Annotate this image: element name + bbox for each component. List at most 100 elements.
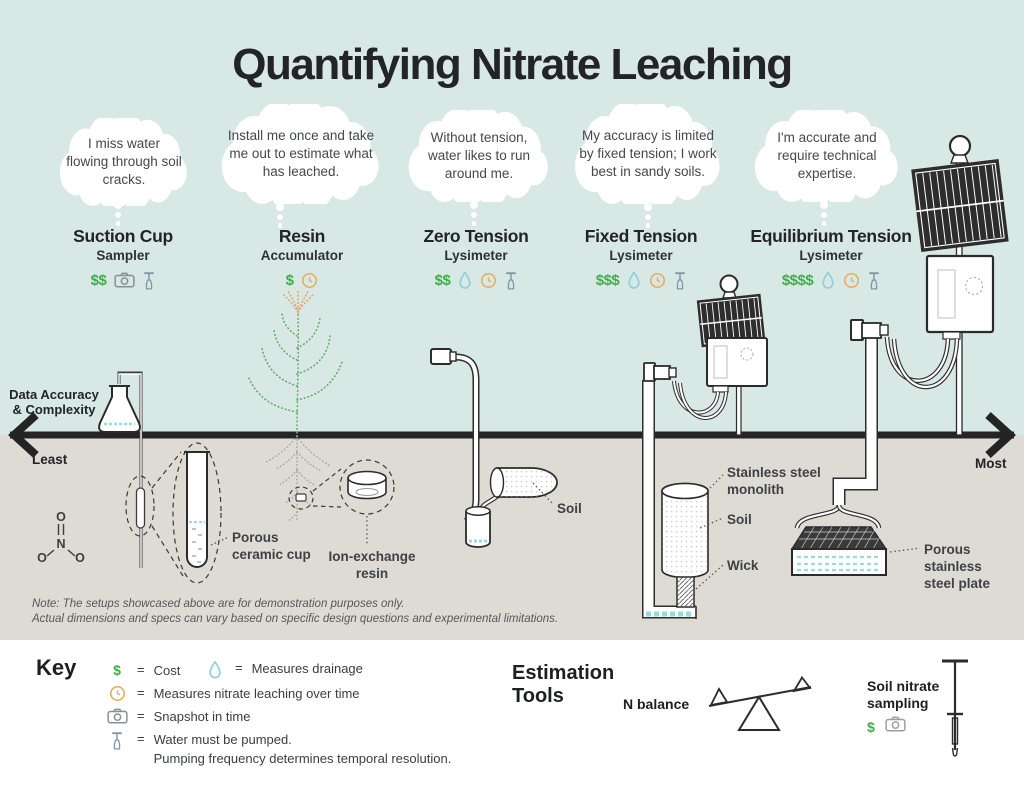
- method-name: Fixed Tension: [584, 226, 698, 246]
- cloud-shape: [221, 104, 379, 204]
- corn-plant-icon: [247, 313, 343, 434]
- page-title: Quantifying Nitrate Leaching: [232, 40, 793, 89]
- corn-tassel-icon: [282, 289, 315, 315]
- method-subtitle: Sampler: [96, 248, 150, 263]
- clock-icon: [106, 685, 128, 702]
- bubble-dots: [820, 201, 828, 226]
- key-cost-label: Cost: [153, 663, 181, 678]
- label-soil-zero-tension: Soil: [557, 501, 582, 516]
- camera-icon: [106, 708, 128, 724]
- bubble-dots: [276, 203, 284, 228]
- sensor-dome-icon: [948, 134, 972, 158]
- zero-tension-diagram: [430, 348, 558, 548]
- equals-sign: =: [235, 660, 243, 675]
- molecule-nitrogen: N: [56, 537, 66, 551]
- axis-title: Data Accuracy & Complexity: [9, 387, 99, 418]
- fixed-tension-diagram: [642, 274, 768, 619]
- nitrate-molecule-bonds: [46, 524, 76, 557]
- balance-scale-icon: [708, 676, 812, 731]
- method-suction-cup: Suction Cup Sampler $$: [3, 226, 243, 290]
- droplet-icon: [822, 271, 834, 289]
- molecule-oxygen-left: O: [37, 551, 47, 565]
- label-wick: Wick: [727, 558, 759, 573]
- droplet-icon: [204, 660, 226, 679]
- resin-diagram: [288, 459, 395, 546]
- thought-bubble-text: Install me once and take me out to estim…: [227, 128, 375, 179]
- cost-indicator: $$$: [595, 271, 620, 289]
- droplet-icon: [628, 271, 640, 289]
- method-subtitle: Lysimeter: [609, 248, 673, 263]
- method-icons: $$$: [521, 270, 761, 290]
- equals-sign: =: [137, 685, 145, 700]
- camera-icon: [885, 716, 906, 737]
- thought-bubble: My accuracy is limited by fixed tension;…: [566, 104, 730, 204]
- label-stainless-monolith: Stainless steel monolith: [727, 465, 821, 497]
- method-subtitle: Accumulator: [260, 248, 344, 263]
- thought-bubble-text: My accuracy is limited by fixed tension;…: [579, 128, 717, 179]
- pipe-cap-icon: [430, 348, 452, 365]
- thought-bubble-text: I'm accurate and require technical exper…: [777, 130, 877, 181]
- bubble-dots: [644, 203, 652, 228]
- key-row-drainage: = Measures drainage: [204, 660, 363, 679]
- thought-bubble: I miss water flowing through soil cracks…: [52, 118, 196, 206]
- cost-indicator: $$: [434, 271, 451, 289]
- molecule-oxygen-top: O: [56, 510, 66, 524]
- label-soil-fixed-tension: Soil: [727, 512, 752, 527]
- clock-icon: [302, 272, 318, 288]
- disclaimer-note: Note: The setups showcased above are for…: [32, 598, 559, 625]
- pump-icon: [506, 271, 517, 290]
- key-time-label: Measures nitrate leaching over time: [153, 686, 360, 701]
- cost-icon: $: [867, 718, 875, 735]
- clock-icon: [650, 272, 666, 288]
- key-row-time: = Measures nitrate leaching over time: [106, 685, 360, 704]
- key-drainage-label: Measures drainage: [251, 661, 363, 676]
- axis-most-label: Most: [975, 456, 1007, 471]
- thought-bubble: Without tension, water likes to run arou…: [400, 110, 558, 202]
- method-subtitle: Lysimeter: [799, 248, 863, 263]
- method-icons: $$: [3, 270, 243, 290]
- label-porous-ceramic-cup: Porous ceramic cup: [232, 530, 311, 562]
- soil-sampling-label: Soil nitrate sampling: [867, 678, 940, 711]
- molecule-oxygen-right: O: [75, 551, 85, 565]
- method-name: Zero Tension: [423, 226, 529, 246]
- method-icons: $: [182, 270, 422, 290]
- thought-bubble-text: Without tension, water likes to run arou…: [427, 130, 531, 181]
- axis-right-arrow-icon: [985, 412, 1016, 458]
- method-resin: Resin Accumulator $: [182, 226, 422, 290]
- method-name: Suction Cup: [73, 226, 173, 246]
- pump-icon: [144, 271, 155, 290]
- soil-sampling-icons: $: [867, 716, 906, 737]
- cloud-shape: [754, 110, 898, 202]
- method-name: Equilibrium Tension: [750, 226, 912, 246]
- label-porous-plate: Porous stainless steel plate: [924, 542, 991, 591]
- key-heading: Key: [36, 655, 77, 680]
- key-row-cost: $ = Cost: [106, 662, 180, 681]
- camera-icon: [114, 272, 135, 288]
- cloud-shape: [574, 104, 720, 204]
- method-zero-tension: Zero Tension Lysimeter $$: [356, 226, 596, 290]
- cost-indicator: $$$$: [781, 271, 814, 289]
- control-box-icon: [706, 337, 768, 387]
- solar-panel-icon: [911, 158, 1009, 253]
- clock-icon: [844, 272, 860, 288]
- thought-bubble-text: I miss water flowing through soil cracks…: [66, 136, 182, 187]
- accuracy-axis: [8, 412, 1016, 458]
- key-row-pump: = Water must be pumped. Pumping frequenc…: [106, 731, 451, 769]
- method-icons: $$$$: [711, 270, 951, 290]
- pump-icon: [106, 731, 128, 750]
- method-equilibrium-tension: Equilibrium Tension Lysimeter $$$$: [711, 226, 951, 290]
- droplet-icon: [459, 271, 472, 289]
- label-ion-exchange-resin: Ion-exchange resin: [328, 549, 416, 581]
- equals-sign: =: [137, 731, 145, 746]
- sky-background: [0, 0, 1024, 435]
- pump-icon: [675, 271, 686, 290]
- cost-indicator: $: [285, 271, 294, 289]
- estimation-tools-heading: Estimation Tools: [512, 662, 615, 707]
- axis-least-label: Least: [32, 452, 68, 467]
- soil-probe-icon: [942, 659, 968, 757]
- suction-cup-diagram: [98, 371, 230, 584]
- cloud-shape: [408, 110, 548, 202]
- cost-icon: $: [113, 662, 121, 678]
- cloud-shape: [59, 118, 187, 206]
